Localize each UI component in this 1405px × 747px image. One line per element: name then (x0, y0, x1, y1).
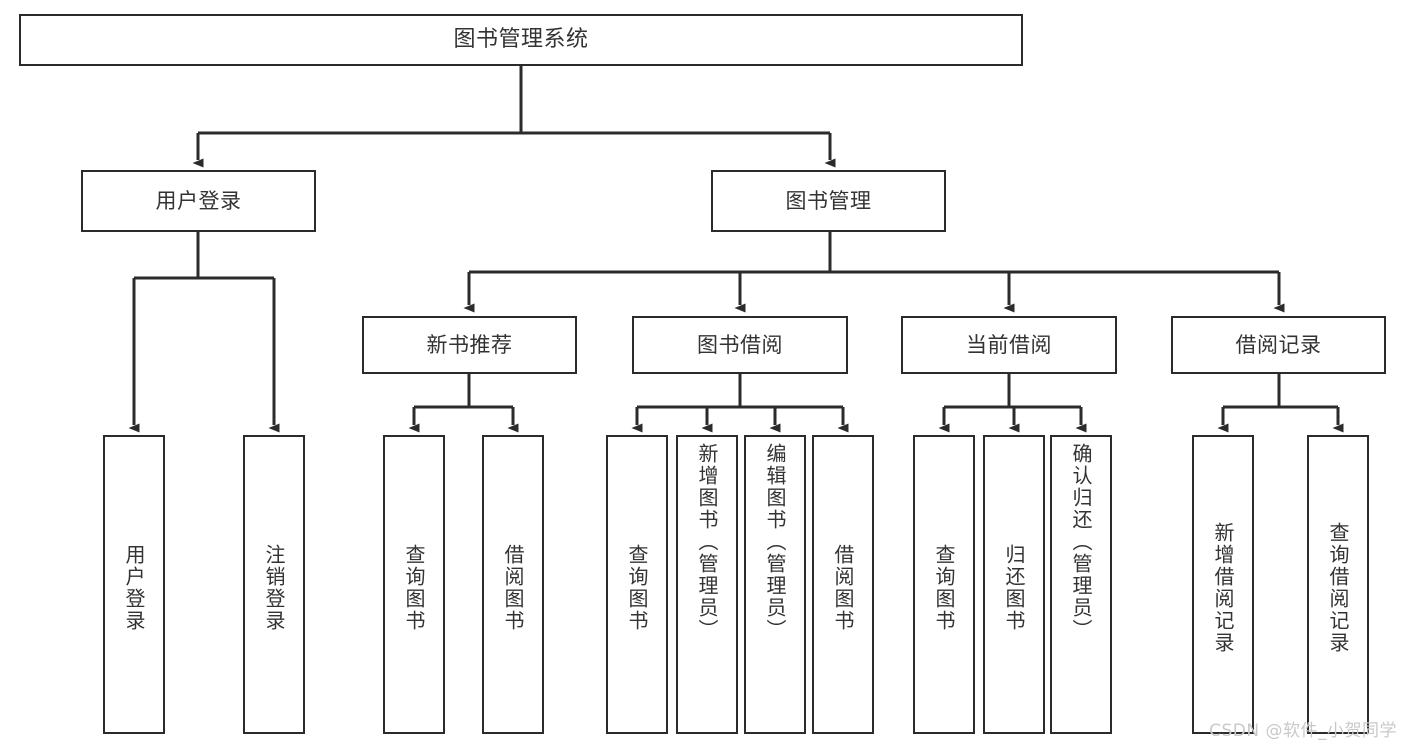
node-book-management[interactable]: 图书管理 (711, 170, 946, 232)
node-new-book-recommend[interactable]: 新书推荐 (362, 316, 577, 374)
node-label: 用户登录 (122, 543, 146, 632)
node-borrow-record[interactable]: 借阅记录 (1171, 316, 1386, 374)
node-book-borrow[interactable]: 图书借阅 (632, 316, 848, 374)
leaf-borrow-record-query-record[interactable]: 查询借阅记录 (1307, 435, 1369, 734)
node-label: 图书管理系统 (453, 27, 589, 53)
node-user-login[interactable]: 用户登录 (81, 170, 316, 232)
node-label: 新书推荐 (426, 332, 513, 357)
csdn-watermark: CSDN @软件_小贺同学 (1209, 721, 1397, 741)
node-label: 图书借阅 (697, 332, 783, 357)
node-label: 确认归还（管理员） (1069, 443, 1093, 641)
node-label: 注销登录 (262, 543, 286, 632)
node-label: 图书管理 (785, 188, 872, 213)
node-root-system[interactable]: 图书管理系统 (19, 14, 1023, 66)
node-label: 借阅图书 (501, 543, 525, 632)
node-label: 借阅图书 (831, 543, 855, 632)
node-label: 新增借阅记录 (1211, 521, 1235, 654)
leaf-book-borrow-query-book[interactable]: 查询图书 (606, 435, 668, 734)
node-label: 查询借阅记录 (1326, 521, 1350, 654)
node-label: 查询图书 (932, 543, 956, 632)
node-current-borrow[interactable]: 当前借阅 (901, 316, 1117, 374)
leaf-book-borrow-edit-book[interactable]: 编辑图书（管理员） (744, 435, 806, 734)
leaf-borrow-record-add-record[interactable]: 新增借阅记录 (1192, 435, 1254, 734)
node-label: 编辑图书（管理员） (763, 443, 787, 641)
node-label: 查询图书 (625, 543, 649, 632)
node-label: 当前借阅 (966, 332, 1052, 357)
leaf-book-borrow-add-book[interactable]: 新增图书（管理员） (676, 435, 738, 734)
leaf-current-borrow-return-book[interactable]: 归还图书 (983, 435, 1045, 734)
leaf-current-borrow-confirm-return[interactable]: 确认归还（管理员） (1050, 435, 1112, 734)
node-label: 用户登录 (155, 188, 242, 213)
node-label: 借阅记录 (1235, 332, 1322, 357)
leaf-new-book-borrow-book[interactable]: 借阅图书 (482, 435, 544, 734)
leaf-user-login-login[interactable]: 用户登录 (103, 435, 165, 734)
leaf-user-login-logout[interactable]: 注销登录 (243, 435, 305, 734)
node-label: 查询图书 (402, 543, 426, 632)
leaf-book-borrow-borrow-book[interactable]: 借阅图书 (812, 435, 874, 734)
node-label: 归还图书 (1002, 543, 1026, 632)
leaf-current-borrow-query-book[interactable]: 查询图书 (913, 435, 975, 734)
node-label: 新增图书（管理员） (695, 443, 719, 641)
leaf-new-book-query-book[interactable]: 查询图书 (383, 435, 445, 734)
